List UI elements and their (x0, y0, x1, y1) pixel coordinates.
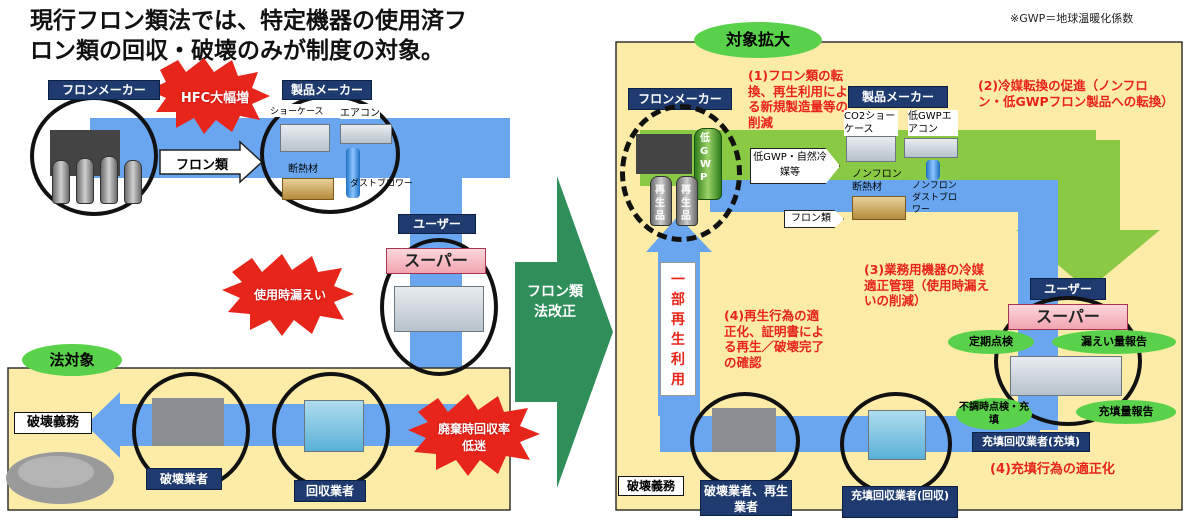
irregular-check-pill: 不調時点検・充填 (956, 398, 1032, 430)
regen-cylinder-1 (650, 176, 672, 226)
gas-cylinder-icon (100, 156, 118, 204)
leak-burst-label: 使用時漏えい (253, 287, 326, 302)
showcase-label: ショーケース (270, 104, 324, 117)
header-title-line1: 現行フロン類法では、特定機器の使用済フ (30, 8, 467, 34)
leak-burst-shape (222, 254, 354, 336)
filling-collector-bottom-label: 充填回収業者(回収) (842, 486, 958, 518)
note-2: (2)冷媒転換の促進（ノンフロン・低GWPフロン製品への転換） (978, 78, 1174, 109)
low-gwp-arrow (750, 148, 840, 184)
low-gwp-aircon-label: 低GWPエアコン (908, 110, 958, 136)
disposal-burst-label: 廃棄時回収率低迷 (430, 418, 518, 458)
partial-reuse-box (660, 262, 696, 396)
super-circle (380, 238, 498, 376)
nonflon-insulation-icon (852, 196, 906, 220)
right-flon-maker-circle (620, 104, 742, 242)
reform-arrow-label: フロン類法改正 (527, 284, 583, 320)
destroyer-regen-label: 破壊業者、再生業者 (700, 480, 792, 516)
low-gwp-aircon-icon (904, 138, 958, 158)
periodic-check-pill: 定期点検 (948, 330, 1034, 354)
regen-label-2: 再生品 (681, 185, 691, 222)
gas-cylinder-icon (76, 158, 94, 204)
low-gwp-tank-label: 低GWP (700, 133, 712, 183)
nonflon-blower-label: ノンフロンダストブロワー (912, 181, 958, 215)
disposal-burst-shape (408, 394, 540, 476)
aircon-label: エアコン (340, 104, 380, 119)
flon-arrow-label: フロン類 (175, 158, 228, 173)
nonflon-insulation-label: ノンフロン断熱材 (852, 169, 902, 193)
right-super-showcase-icon (1010, 356, 1122, 396)
low-gwp-tank (694, 128, 722, 200)
note-1: (1)フロン類の転換、再生利用による新規製造量等の削減 (748, 68, 849, 130)
product-maker-label: 製品メーカー (282, 80, 372, 100)
nonflon-blower-icon (926, 160, 940, 180)
gas-cylinder-icon (124, 160, 142, 204)
right-product-maker-label: 製品メーカー (848, 86, 948, 108)
low-gwp-arrow-label: 低GWP・自然冷媒等 (753, 152, 827, 178)
dust-blower-icon (346, 148, 360, 198)
header-title-line2: ロン類の回収・破壊のみが制度の対象。 (30, 38, 444, 64)
insulation-label: 断熱材 (288, 164, 318, 175)
flon-maker-label: フロンメーカー (48, 80, 160, 100)
flon-arrow-small (784, 210, 844, 228)
filling-collector-machine-icon (868, 410, 926, 460)
collector-machine-icon (304, 400, 364, 452)
gas-cylinder-icon (52, 160, 70, 204)
filling-collector-label: 充填回収業者(充填) (972, 432, 1090, 452)
note-4a: (4)再生行為の適正化、証明書による再生／破壊完了の確認 (724, 308, 825, 370)
header-title: 現行フロン類法では、特定機器の使用済フ ロン類の回収・破壊のみが制度の対象。 (30, 6, 590, 66)
leak-report-pill: 漏えい量報告 (1052, 330, 1176, 354)
gwp-note: ※GWP＝地球温暖化係数 (1010, 12, 1134, 25)
dust-blower-label: ダストブロワー (350, 179, 414, 189)
aircon-icon (340, 124, 392, 144)
right-flon-maker-label: フロンメーカー (628, 88, 732, 110)
disposal-burst-text: 廃棄時回収率低迷 (437, 422, 510, 453)
reform-arrow (515, 176, 613, 488)
right-factory-icon (636, 134, 692, 174)
right-super-circle (994, 296, 1142, 426)
hfc-burst-label: HFC大幅増 (180, 90, 250, 106)
flon-arrow-shape (159, 140, 264, 184)
super-showcase-icon (394, 286, 484, 332)
expansion-pill: 対象拡大 (694, 22, 822, 58)
co2-showcase-label: CO2ショーケース (844, 110, 898, 136)
note-3: (3)業務用機器の冷媒適正管理（使用時漏えいの削減） (864, 262, 990, 309)
regen-label-1: 再生品 (655, 185, 665, 222)
destroyer-factory-icon (152, 398, 224, 446)
hfc-burst-shape (148, 58, 270, 134)
insulation-icon (282, 178, 334, 200)
regen-cylinder-2 (676, 176, 698, 226)
fill-report-pill: 充填量報告 (1076, 400, 1176, 424)
right-destruction-duty-label: 破壊義務 (618, 476, 684, 496)
law-target-pill: 法対象 (22, 344, 122, 376)
destruction-duty-label: 破壊義務 (14, 412, 92, 434)
collector-label: 回収業者 (294, 480, 366, 502)
destroyer-label: 破壊業者 (146, 468, 222, 490)
flon-arrow-small-label: フロン類 (791, 213, 831, 224)
right-super-sign: スーパー (1008, 304, 1128, 330)
destroyer-regen-factory-icon (712, 408, 776, 452)
partial-reuse-label: 一部再生利用 (671, 272, 685, 388)
showcase-icon (280, 124, 330, 152)
super-sign: スーパー (386, 248, 486, 274)
flow-arrow-left (86, 392, 120, 458)
user-label: ユーザー (398, 214, 476, 234)
note-4b: (4)充填行為の適正化 (990, 462, 1115, 477)
co2-showcase-icon (846, 136, 896, 162)
